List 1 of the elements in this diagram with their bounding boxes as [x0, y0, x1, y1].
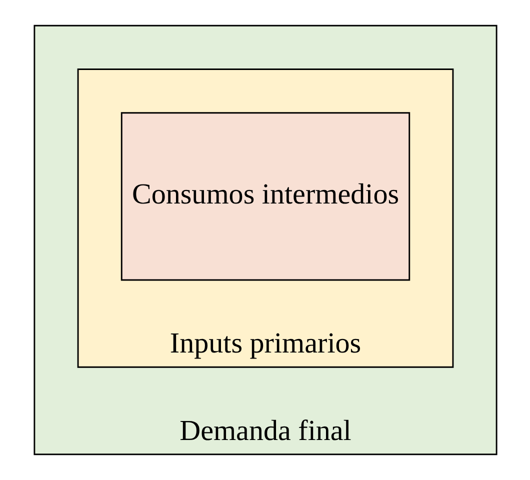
node-box: Consumos intermedios	[120, 112, 410, 281]
